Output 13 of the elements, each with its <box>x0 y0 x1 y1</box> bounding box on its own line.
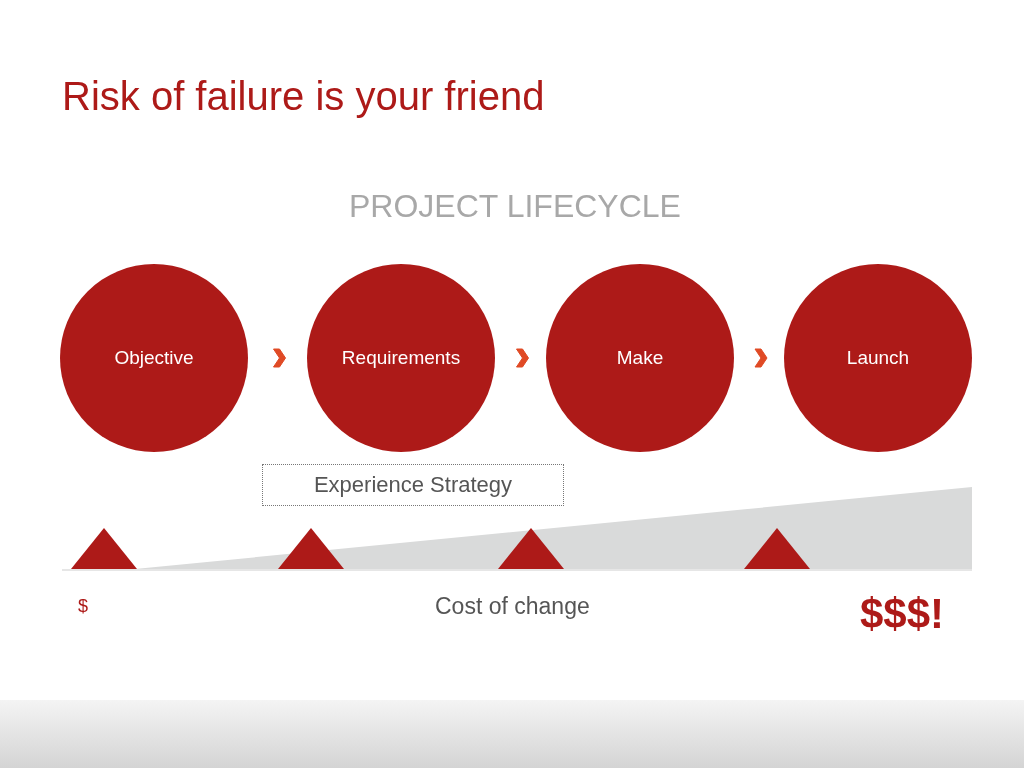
chevron-arrow <box>754 348 768 368</box>
low-cost-label: $ <box>78 596 88 617</box>
process-circle: Requirements <box>307 264 495 452</box>
phase-box: Experience Strategy <box>262 464 564 506</box>
slide-title: Risk of failure is your friend <box>62 74 545 119</box>
high-cost-label: $$$! <box>860 590 945 638</box>
process-circle: Objective <box>60 264 248 452</box>
process-circle: Launch <box>784 264 972 452</box>
chevron-arrow <box>516 348 529 368</box>
chevron-arrow <box>273 348 286 368</box>
axis-label: Cost of change <box>435 593 590 620</box>
process-circle: Make <box>546 264 734 452</box>
section-heading: PROJECT LIFECYCLE <box>349 188 681 225</box>
